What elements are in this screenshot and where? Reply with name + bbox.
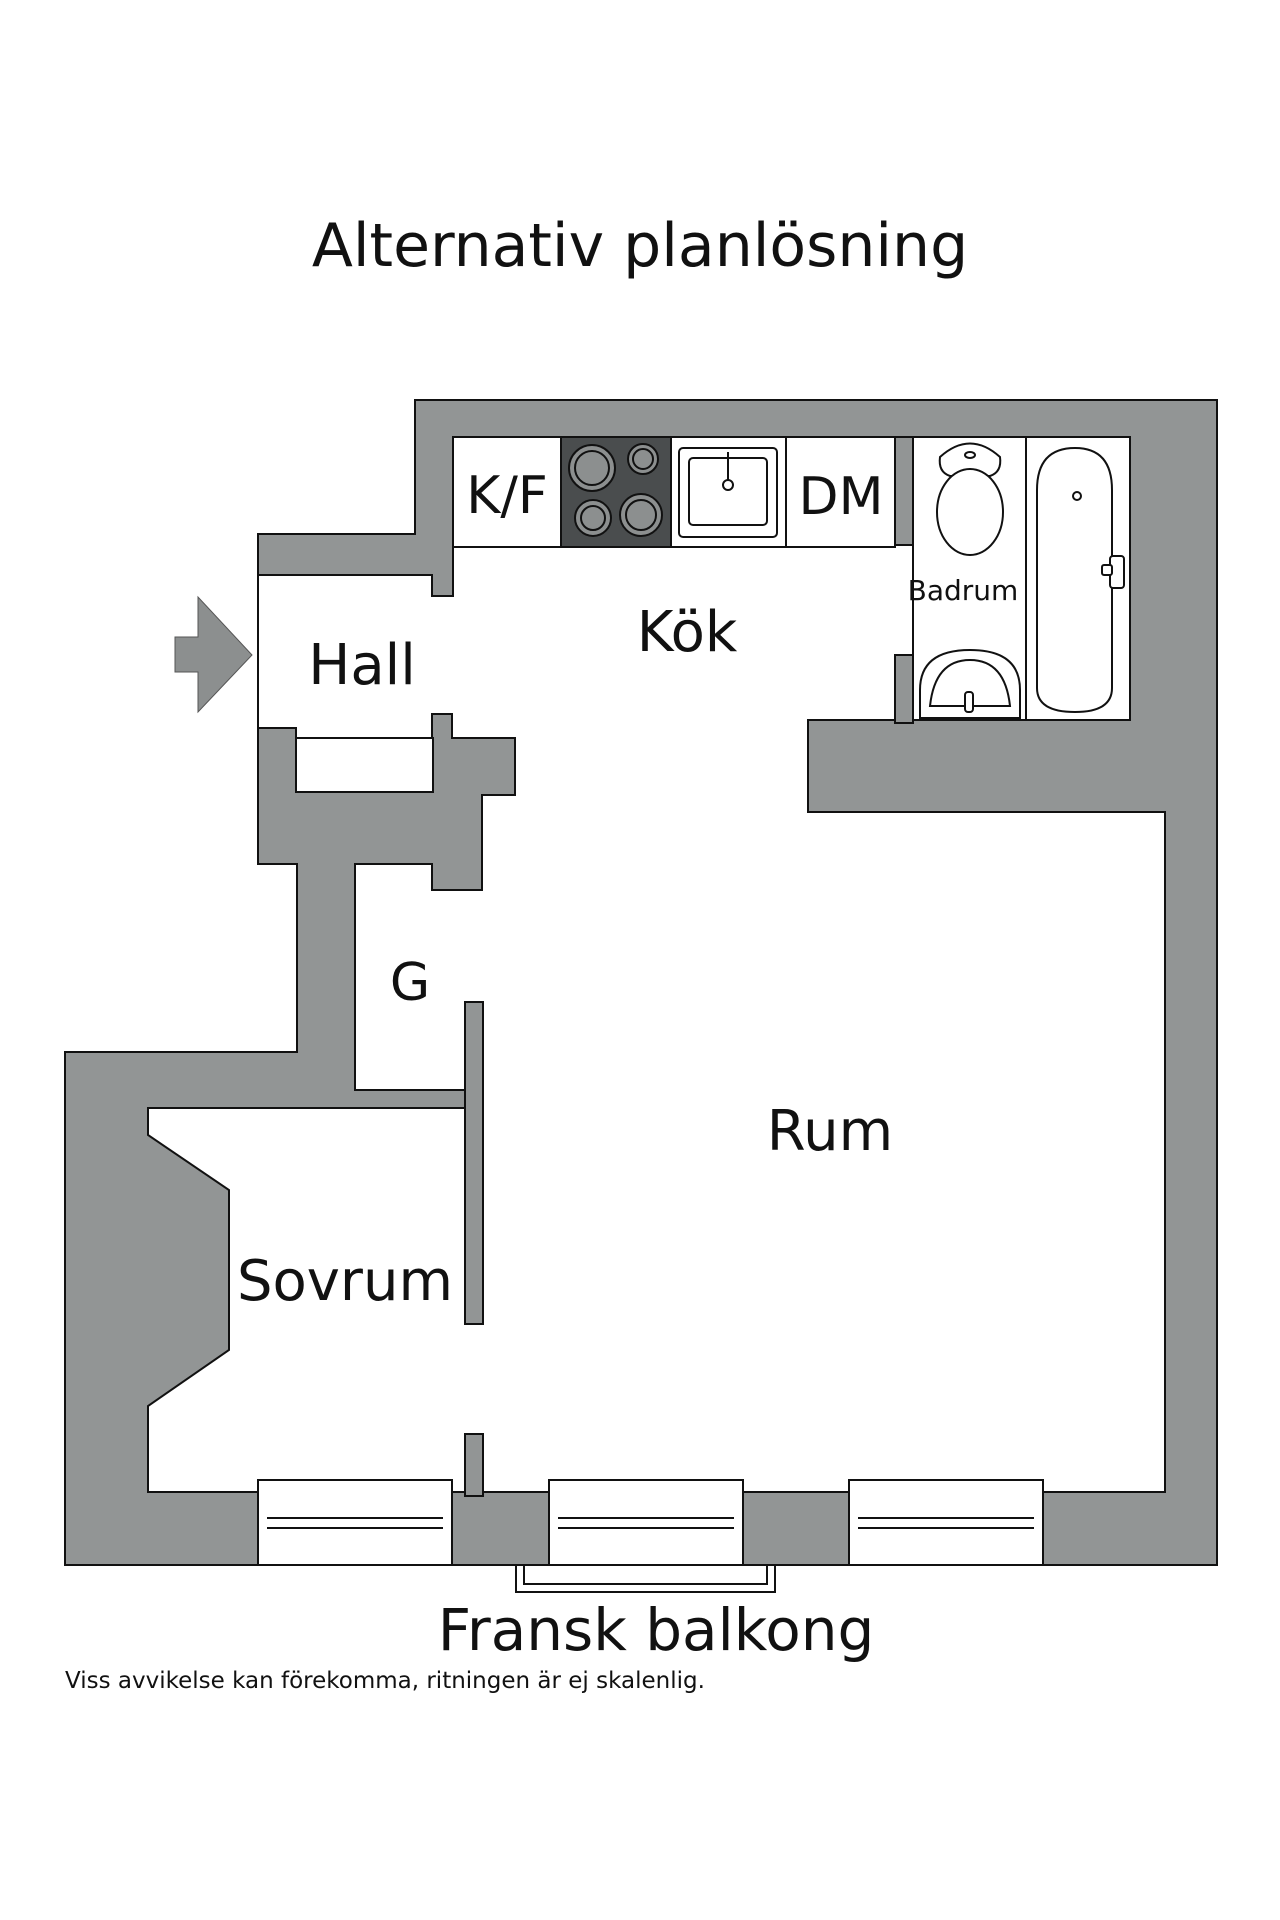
fridge-freezer-label: K/F xyxy=(466,466,548,526)
entrance-arrow-icon xyxy=(174,595,253,714)
fridge-freezer xyxy=(452,436,562,548)
partition-wall-upper xyxy=(464,1001,484,1325)
bathroom-wall-top xyxy=(894,436,914,546)
dishwasher xyxy=(785,436,896,548)
hall-closet xyxy=(295,737,434,793)
disclaimer-note: Viss avvikelse kan förekomma, ritningen … xyxy=(65,1668,705,1694)
window-left xyxy=(257,1479,453,1566)
window-center xyxy=(548,1479,744,1566)
kitchen-label: Kök xyxy=(637,600,738,665)
bathroom-wall-bottom xyxy=(894,654,914,724)
living-room-label: Rum xyxy=(767,1099,893,1164)
french-balcony-railing xyxy=(515,1565,776,1593)
window-right xyxy=(848,1479,1044,1566)
balcony-label: Fransk balkong xyxy=(438,1596,875,1664)
dishwasher-label: DM xyxy=(799,467,884,527)
wardrobe-label: G xyxy=(390,953,430,1013)
bathroom-label: Badrum xyxy=(908,574,1019,607)
plan-title: Alternativ planlösning xyxy=(312,211,968,281)
hall-label: Hall xyxy=(308,633,416,698)
stove-burners xyxy=(568,443,663,537)
bedroom-label: Sovrum xyxy=(237,1249,453,1314)
toilet-icon xyxy=(936,442,1004,556)
bathtub-icon xyxy=(1036,446,1125,714)
washbasin-icon xyxy=(919,648,1021,719)
faucet-icon xyxy=(722,452,734,491)
partition-wall-lower xyxy=(464,1433,484,1497)
